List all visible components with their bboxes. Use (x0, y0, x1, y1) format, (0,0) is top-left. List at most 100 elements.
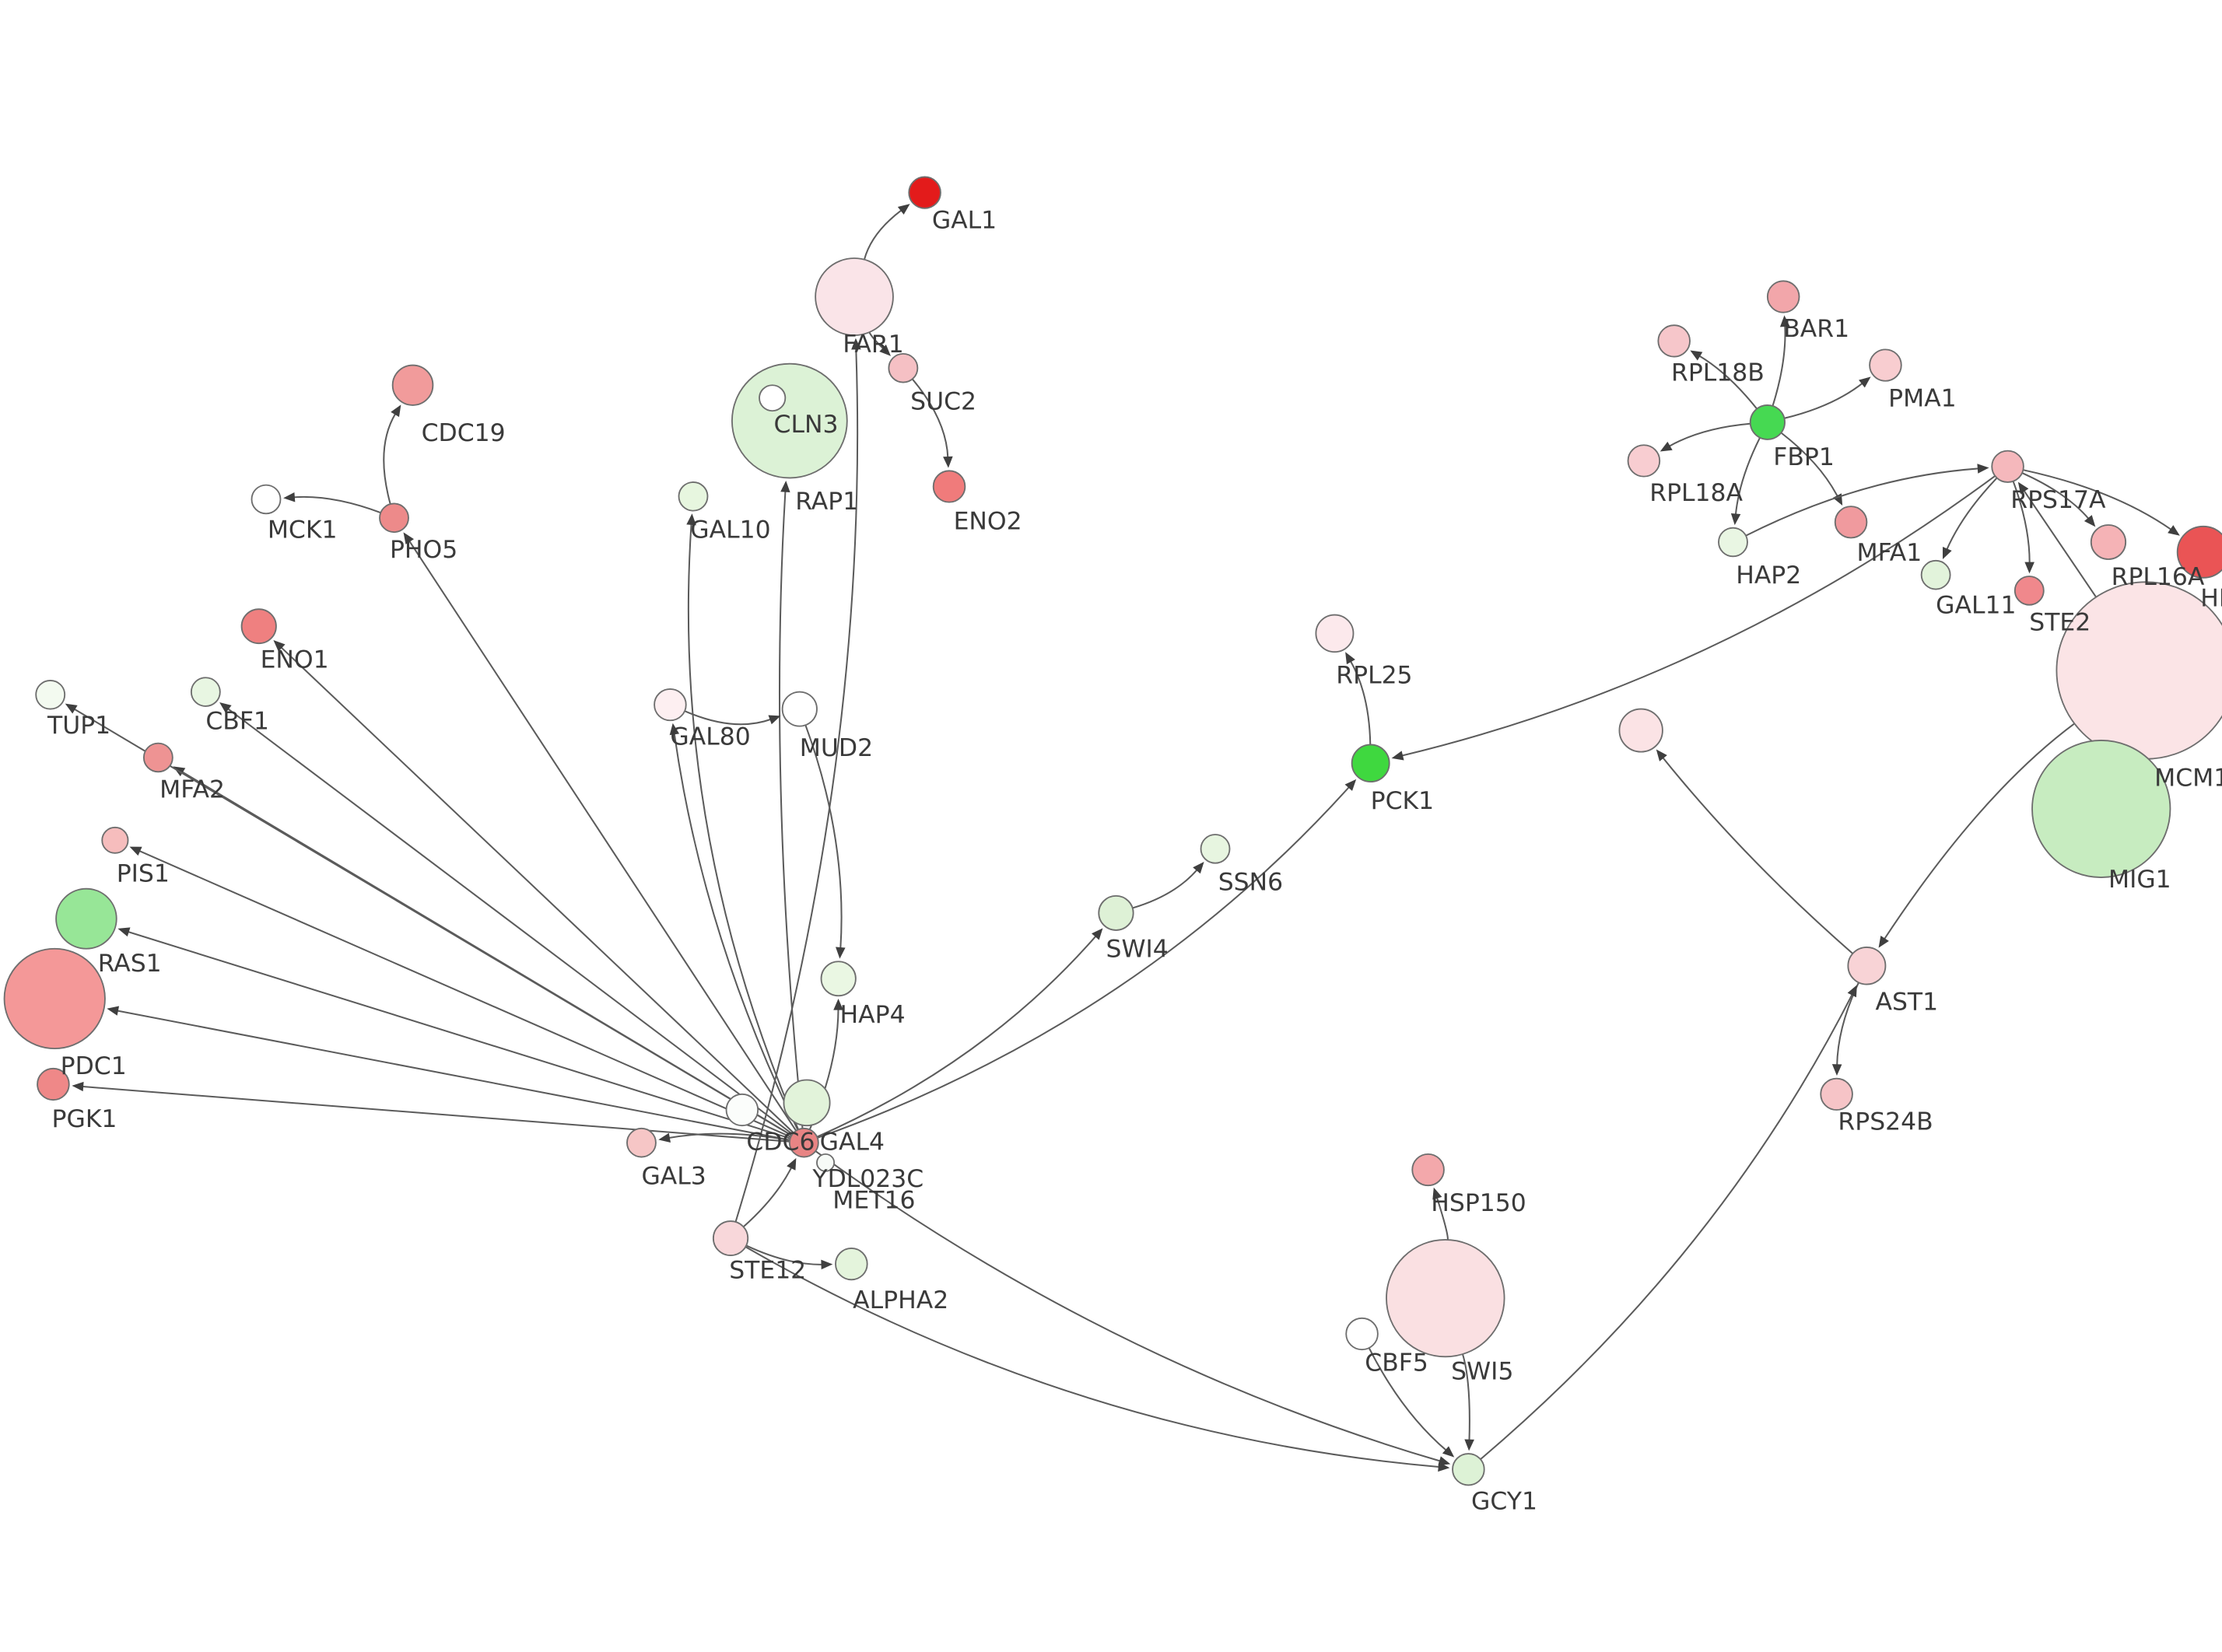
edge-FAR1-GAL1[interactable] (863, 209, 902, 260)
node-gal10[interactable] (678, 481, 709, 512)
node-far1[interactable] (815, 257, 894, 336)
edge-RPS17A-HIS4[interactable] (2023, 469, 2172, 531)
edge-GCY1-AST1[interactable] (1480, 993, 1854, 1460)
node-mfa2[interactable] (142, 742, 173, 773)
node-eno2[interactable] (932, 470, 966, 503)
edge-GAL4-PHO5[interactable] (408, 540, 797, 1132)
node-ste2[interactable] (2013, 576, 2045, 606)
node-mud2[interactable] (781, 691, 818, 727)
node-gcy1[interactable] (1452, 1453, 1485, 1486)
edge-GAL4-PCK1[interactable] (817, 786, 1351, 1139)
edge-RPS17A-RPL16A[interactable] (2021, 472, 2090, 520)
edge-GAL4-GAL80[interactable] (673, 733, 799, 1131)
edge-HAP2-RPS17A[interactable] (1745, 467, 1979, 537)
edge-SUC2-ENO2[interactable] (911, 378, 949, 458)
node-hap2[interactable] (1718, 527, 1748, 558)
edge-GAL4-CLN3[interactable] (778, 490, 804, 1129)
edge-PHO5-CDC19[interactable] (383, 412, 397, 505)
edge-GAL4-GAL10[interactable] (687, 523, 800, 1130)
edge-FBP1-RPL18B[interactable] (1698, 355, 1758, 410)
node-pck1[interactable] (1351, 744, 1390, 783)
node-hsp150[interactable] (1411, 1153, 1445, 1187)
node-ssn6[interactable] (1200, 834, 1231, 864)
node-rpl25[interactable] (1315, 614, 1355, 653)
node-ydl023c[interactable] (783, 1079, 831, 1127)
node-pis1[interactable] (101, 826, 129, 854)
edge-MUD2-HAP4[interactable] (804, 724, 843, 949)
edge-PHO5-MCK1[interactable] (293, 495, 381, 514)
edge-GAL4-ENO1[interactable] (280, 646, 794, 1134)
node-eno1[interactable] (240, 608, 277, 645)
edge-MCM1-AST1[interactable] (1883, 723, 2075, 940)
node-cln3[interactable] (731, 362, 848, 479)
node-rpl16a[interactable] (2090, 524, 2127, 560)
node-pgk1[interactable] (37, 1067, 70, 1101)
node-gal4[interactable] (788, 1127, 819, 1158)
node-mfa1[interactable] (1834, 506, 1868, 539)
edge-FBP1-PMA1[interactable] (1784, 382, 1864, 419)
edge-FBP1-RPL18A[interactable] (1668, 422, 1751, 447)
node-gal80[interactable] (654, 688, 687, 722)
edge-STE12-GAL4[interactable] (742, 1166, 793, 1228)
node-alpha2[interactable] (835, 1248, 868, 1281)
node-rpl18a[interactable] (1627, 444, 1661, 478)
edge-FBP1-HAP2[interactable] (1734, 437, 1761, 516)
node-swi5[interactable] (1386, 1239, 1505, 1358)
edge-GAL4-PGK1[interactable] (82, 1085, 790, 1143)
node-ras1[interactable] (55, 887, 117, 950)
node-rpl18b[interactable] (1657, 324, 1691, 358)
node-mck1[interactable] (251, 484, 282, 515)
edge-RPS17A-GAL11[interactable] (1946, 477, 1998, 551)
node-pho5[interactable] (379, 502, 409, 534)
edge-AST1-NODE38[interactable] (1662, 756, 1853, 954)
node-gal3[interactable] (626, 1127, 657, 1158)
node-rps17a[interactable] (1991, 450, 2024, 483)
node-gal11[interactable] (1920, 559, 1951, 590)
node-ast1[interactable] (1847, 946, 1887, 985)
edge-GAL4-GAL3[interactable] (668, 1132, 790, 1142)
node-swi4[interactable] (1098, 894, 1134, 931)
node-suc2[interactable] (888, 352, 919, 383)
node-gal1[interactable] (908, 176, 941, 209)
edge-GAL4-CBF1[interactable] (226, 707, 794, 1135)
node-rps24b[interactable] (1820, 1077, 1853, 1111)
node-cbf1[interactable] (190, 677, 221, 707)
node-met16[interactable] (816, 1153, 836, 1172)
edge-STE12-ALPHA2[interactable] (745, 1244, 823, 1265)
edge-SWI5-GCY1[interactable] (1461, 1353, 1470, 1441)
edge-MCM1-RPS17A[interactable] (2023, 489, 2097, 598)
edge-GAL4-GCY1[interactable] (815, 1150, 1442, 1462)
node-mig1[interactable] (2031, 740, 2171, 878)
edge-SWI5-HSP150[interactable] (1435, 1196, 1449, 1240)
edge-RPS17A-PCK1[interactable] (1400, 475, 1996, 757)
node-cdc6[interactable] (725, 1093, 759, 1127)
node-hap4[interactable] (820, 961, 857, 997)
node-bar1[interactable] (1766, 280, 1800, 313)
node-unlabeled[interactable] (1618, 708, 1663, 753)
edge-PCK1-RPL25[interactable] (1349, 660, 1372, 745)
edge-FBP1-BAR1[interactable] (1772, 325, 1786, 407)
node-fbp1[interactable] (1749, 404, 1786, 440)
edge-GAL4-TUP1[interactable] (73, 708, 792, 1136)
node-cbf5[interactable] (1345, 1317, 1379, 1351)
edge-CBF5-GCY1[interactable] (1368, 1347, 1448, 1451)
node-cdc19[interactable] (391, 364, 434, 406)
edge-STE12-GCY1[interactable] (745, 1246, 1440, 1468)
edge-GAL4-PDC1[interactable] (116, 1010, 790, 1141)
edge-SWI4-SSN6[interactable] (1132, 869, 1198, 909)
edge-GAL80-MUD2[interactable] (684, 710, 772, 726)
node-ste12[interactable] (712, 1220, 749, 1257)
node-mcm1[interactable] (2056, 581, 2222, 760)
edge-FBP1-MFA1[interactable] (1780, 432, 1838, 498)
edge-FAR1-SUC2[interactable] (868, 331, 885, 350)
edge-GAL4-SWI4[interactable] (816, 935, 1097, 1138)
node-tup1[interactable] (35, 679, 66, 710)
node-pdc1[interactable] (3, 947, 106, 1050)
edge-RPS17A-STE2[interactable] (2012, 481, 2031, 564)
node-his4[interactable] (2176, 525, 2222, 579)
node-pma1[interactable] (1869, 348, 1902, 382)
edge-GAL4-RAS1[interactable] (127, 930, 791, 1139)
node-rap1[interactable] (759, 384, 787, 412)
